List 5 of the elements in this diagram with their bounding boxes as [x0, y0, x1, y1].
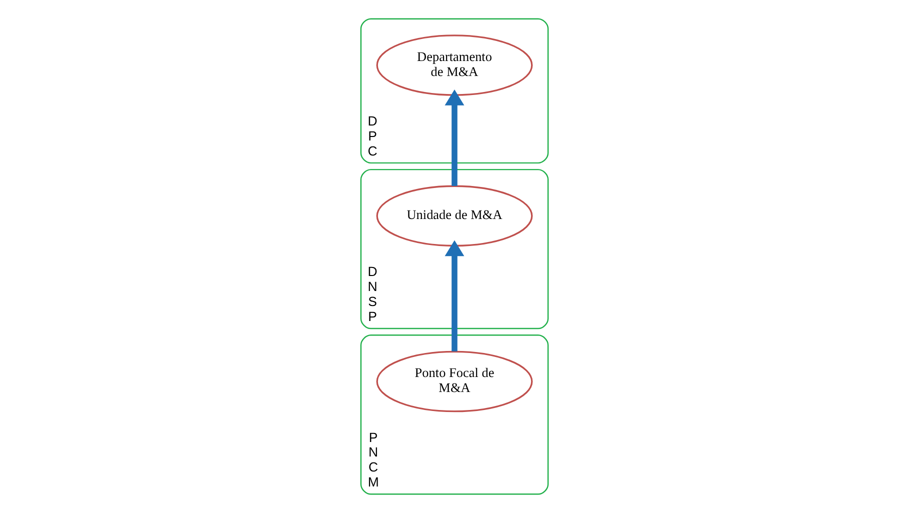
node-ellipse: Ponto Focal de M&A [376, 350, 532, 412]
node-ellipse: Unidade de M&A [376, 185, 532, 247]
arrow [444, 240, 464, 352]
arrow [444, 90, 464, 186]
node-ellipse: Departamento de M&A [376, 34, 532, 96]
